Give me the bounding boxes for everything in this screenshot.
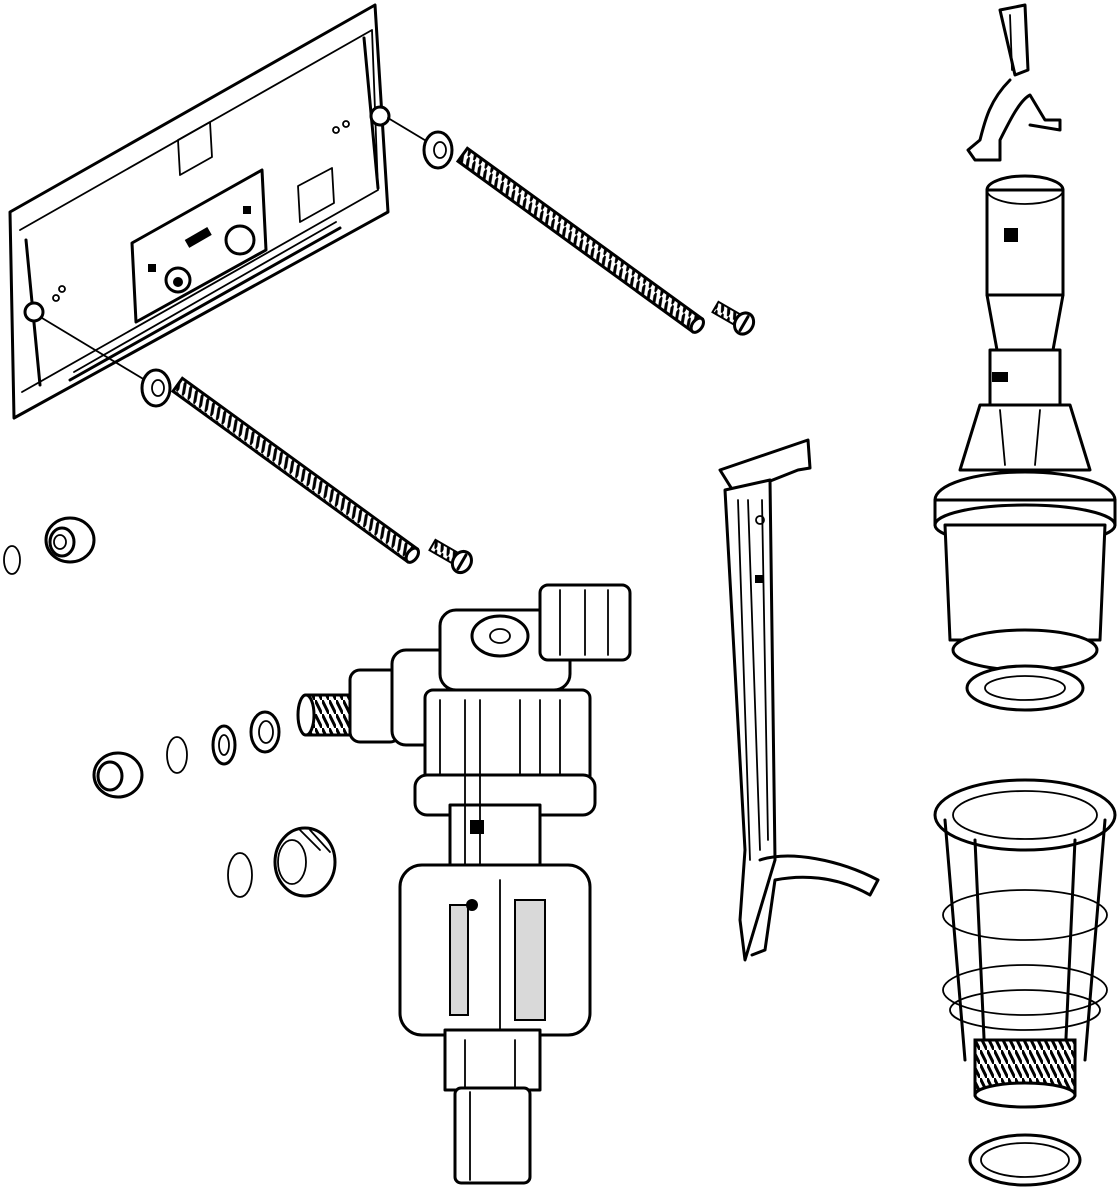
fill-valve <box>296 583 632 1185</box>
mounting-plate <box>8 3 391 420</box>
nut-top <box>422 130 454 170</box>
compression-nut <box>273 826 337 898</box>
flush-valve-cage <box>933 778 1117 1109</box>
screw-bottom <box>428 538 473 575</box>
hook-clip <box>966 3 1062 162</box>
lever-bracket <box>718 438 880 962</box>
assembly-line <box>41 317 146 381</box>
seal-rings <box>3 545 281 898</box>
bottom-gasket <box>968 1133 1082 1187</box>
nut-bottom <box>140 368 172 408</box>
connection-pipe <box>44 516 144 799</box>
threaded-rod-top <box>455 146 706 334</box>
assembly-line <box>387 117 429 143</box>
screw-top <box>711 300 756 336</box>
flush-valve <box>933 174 1117 712</box>
threaded-rod-bottom <box>170 376 421 564</box>
